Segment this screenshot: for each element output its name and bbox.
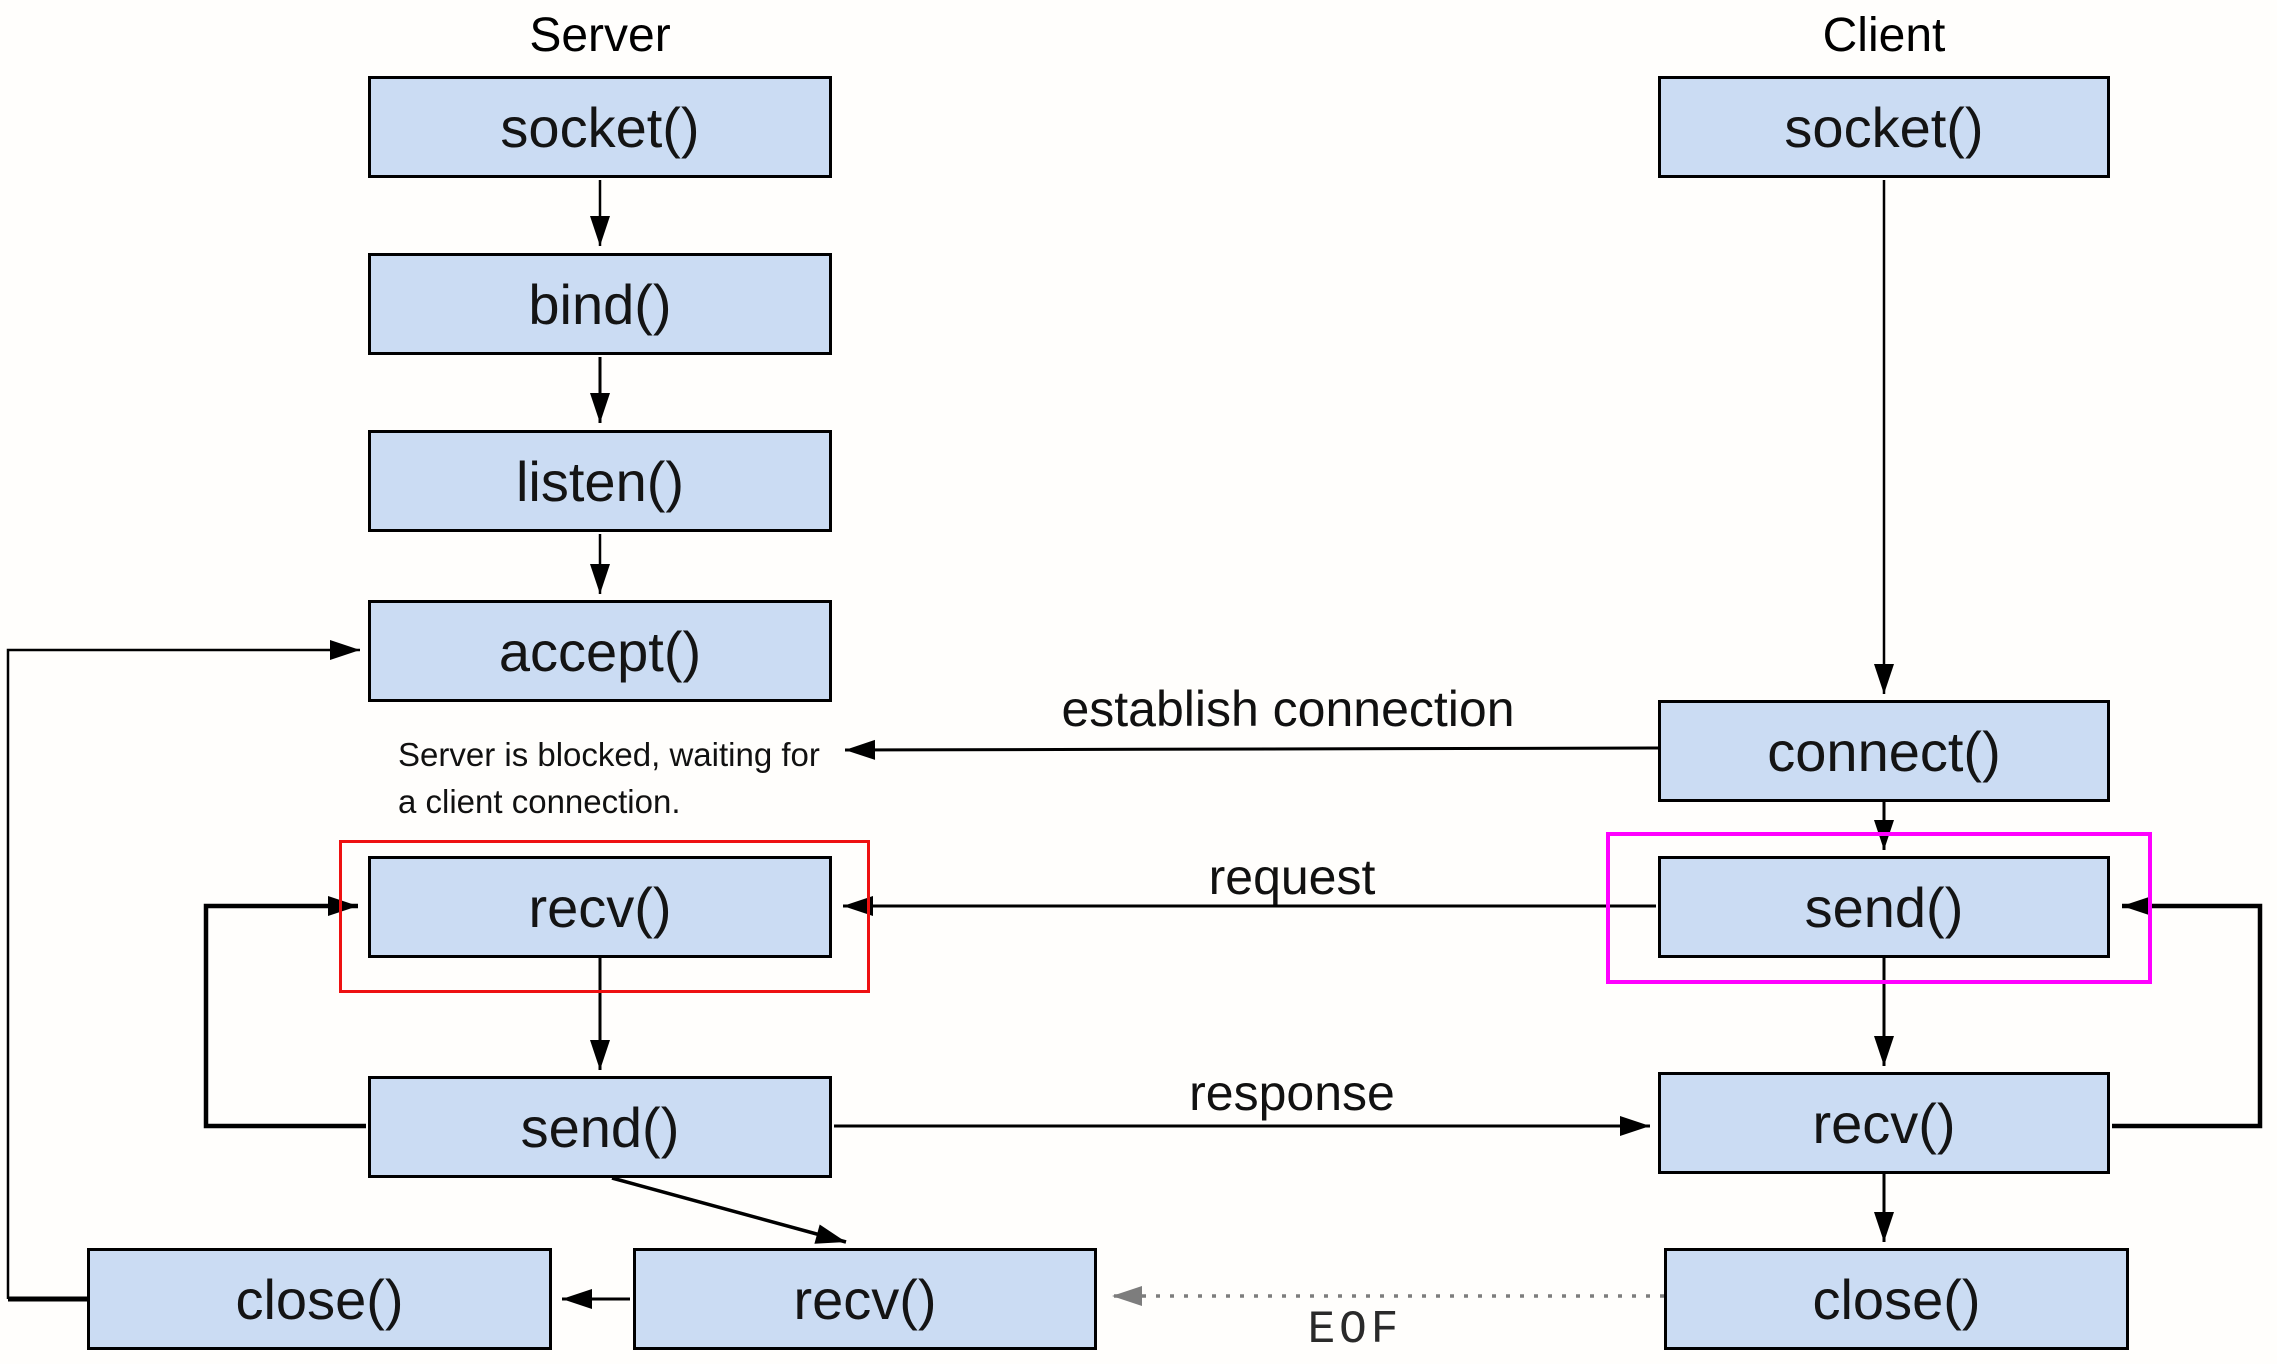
server-recv-box: recv() (368, 856, 832, 958)
server-blocked-note-line2: a client connection. (398, 782, 681, 820)
arrow-send-to-recv2-diagonal (611, 1176, 847, 1244)
server-recv2-box: recv() (633, 1248, 1097, 1350)
server-listen-box: listen() (368, 430, 832, 532)
client-column-title: Client (1822, 9, 1946, 62)
server-column-title: Server (529, 9, 671, 62)
server-blocked-note-line1: Server is blocked, waiting for (398, 736, 820, 773)
server-socket-box: socket() (368, 76, 832, 178)
request-label: request (1208, 849, 1376, 905)
establish-connection-label: establish connection (1061, 681, 1515, 737)
server-close-box: close() (87, 1248, 552, 1350)
response-label: response (1189, 1065, 1395, 1121)
client-send-box: send() (1658, 856, 2110, 958)
server-bind-box: bind() (368, 253, 832, 355)
arrow-loop-close-to-accept (6, 640, 360, 1299)
client-recv-box: recv() (1658, 1072, 2110, 1174)
arrow-loop-recv-to-send-client (2112, 896, 2263, 1129)
client-connect-box: connect() (1658, 700, 2110, 802)
server-send-box: send() (368, 1076, 832, 1178)
send-highlight-magenta-rect (1606, 832, 2152, 984)
client-socket-box: socket() (1658, 76, 2110, 178)
server-blocked-note: Server is blocked, waiting for a client … (398, 732, 868, 826)
arrow-loop-send-to-recv-server (203, 896, 366, 1129)
client-close-box: close() (1664, 1248, 2129, 1350)
server-accept-box: accept() (368, 600, 832, 702)
eof-label: EOF (1307, 1304, 1403, 1356)
recv-highlight-red-rect (339, 840, 870, 993)
arrow-establish-connection (844, 739, 1659, 760)
